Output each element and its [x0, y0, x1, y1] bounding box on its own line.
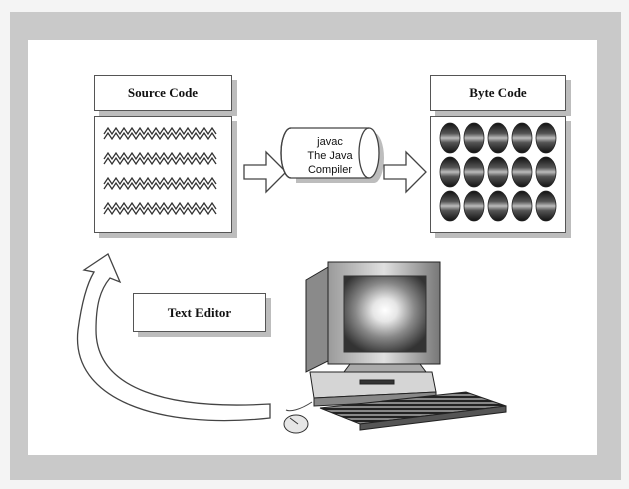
byte-code-oval [511, 122, 533, 154]
compiler-line-3: Compiler [308, 164, 352, 176]
byte-code-oval [463, 122, 485, 154]
computer-icon [283, 261, 507, 434]
byte-code-oval [535, 156, 557, 188]
arrow-source-to-compiler [243, 150, 287, 194]
byte-code-oval [511, 156, 533, 188]
byte-code-oval [439, 190, 461, 222]
text-editor-label: Text Editor [133, 293, 266, 332]
arrow-compiler-to-bytecode [383, 150, 427, 194]
byte-code-oval [439, 156, 461, 188]
compiler-line-2: The Java [307, 150, 353, 162]
byte-code-oval [487, 190, 509, 222]
source-code-lines [103, 126, 217, 216]
compiler-cylinder: javac The Java Compiler [280, 127, 384, 183]
compiler-line-1: javac [316, 136, 343, 148]
byte-code-oval [511, 190, 533, 222]
byte-code-oval [463, 156, 485, 188]
byte-code-oval [439, 122, 461, 154]
byte-code-oval [487, 156, 509, 188]
byte-code-oval [487, 122, 509, 154]
byte-code-oval [535, 190, 557, 222]
source-code-label: Source Code [94, 75, 232, 111]
edit-cycle-arrow [76, 253, 271, 422]
byte-code-label: Byte Code [430, 75, 566, 111]
byte-code-ovals [439, 122, 557, 222]
byte-code-oval [535, 122, 557, 154]
byte-code-oval [463, 190, 485, 222]
